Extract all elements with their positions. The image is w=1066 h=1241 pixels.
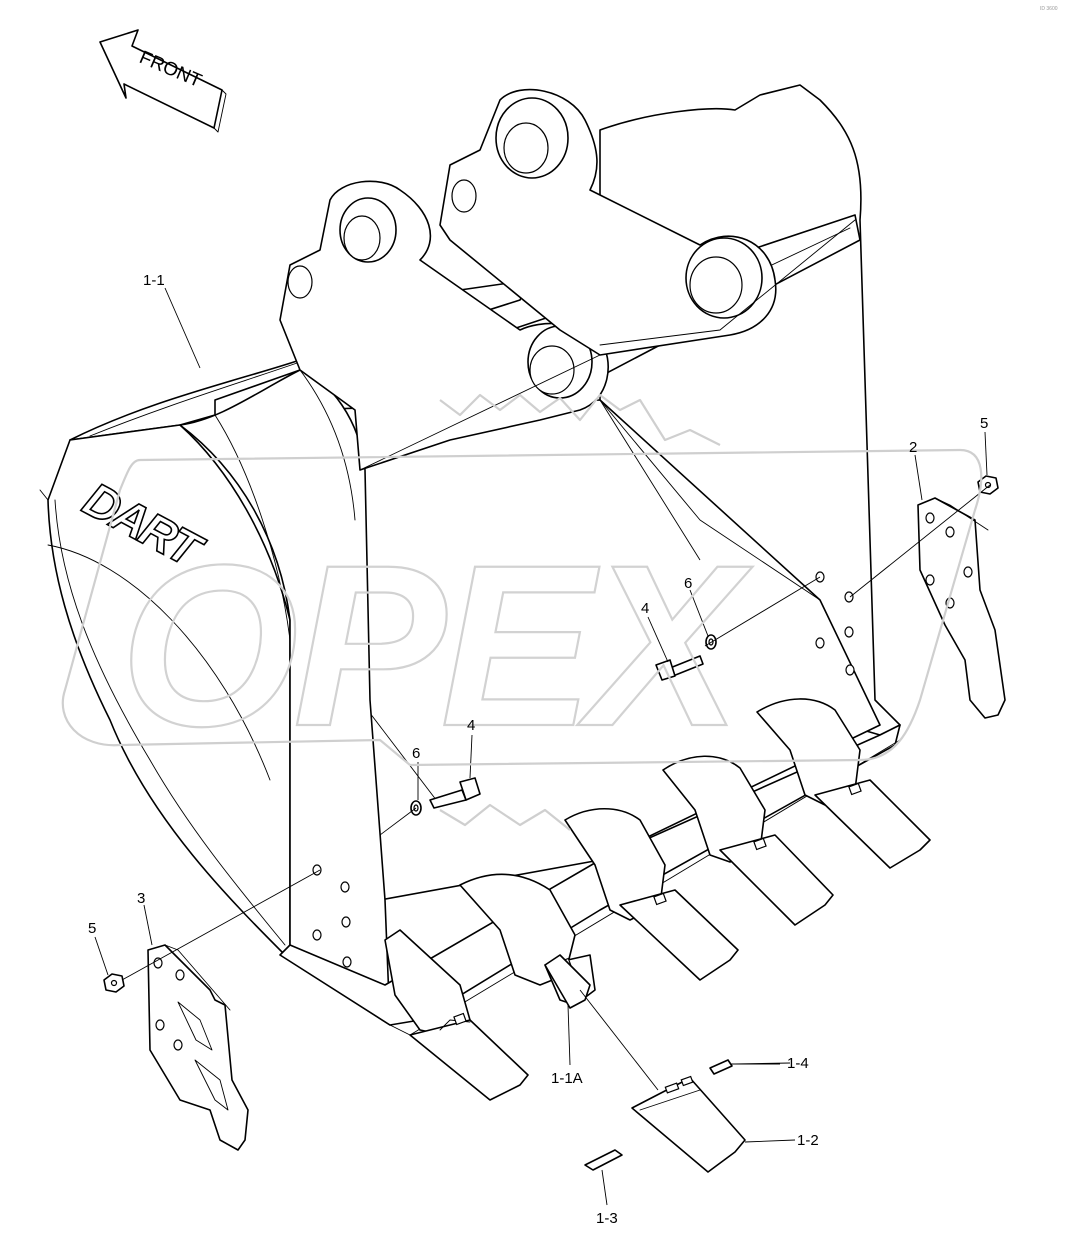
corner-mark: ID 3600 [1040,6,1058,12]
bolt-4-left [429,777,481,809]
tooth-5 [756,698,931,869]
right-side-bolt-holes [815,571,855,676]
bolt-4-right [655,655,704,681]
callout-labels: 1-1 2 5 3 5 4 6 4 6 1-1A 1-4 1-2 1-3 [88,272,988,1227]
opex-watermark: OPEX [61,393,983,831]
callout-1-1a: 1-1A [551,1070,583,1087]
side-cutter-2 [917,497,1006,719]
callout-5-right: 5 [980,415,988,432]
left-side-bolt-holes [312,864,352,968]
tooth-point-1-2 [631,1075,746,1173]
callout-2: 2 [909,439,917,456]
callout-1-4: 1-4 [787,1055,809,1072]
callout-4-left: 4 [467,717,475,734]
callout-1-1: 1-1 [143,272,165,289]
retainer-1-3 [584,1149,623,1171]
callout-1-3: 1-3 [596,1210,618,1227]
callout-5-left: 5 [88,920,96,937]
tooth-3 [564,807,739,981]
callout-1-2: 1-2 [797,1132,819,1149]
front-arrow: FRONT [99,29,227,133]
callout-6-left: 6 [412,745,420,762]
side-cutter-3 [147,944,249,1151]
left-hinge-lug [279,180,609,471]
right-hinge-lug [359,88,856,471]
callout-4-right: 4 [641,600,649,617]
pin-1-4 [709,1059,733,1075]
bucket-teeth [384,698,931,1101]
adapter-1-1a [544,954,591,1009]
nut-5-left [103,973,125,993]
callout-3: 3 [137,890,145,907]
assembly-lines [121,399,991,1091]
tooth-1 [384,929,529,1101]
callout-6-right: 6 [684,575,692,592]
watermark-text: OPEX [120,517,753,774]
callout-leaders [94,287,988,1206]
